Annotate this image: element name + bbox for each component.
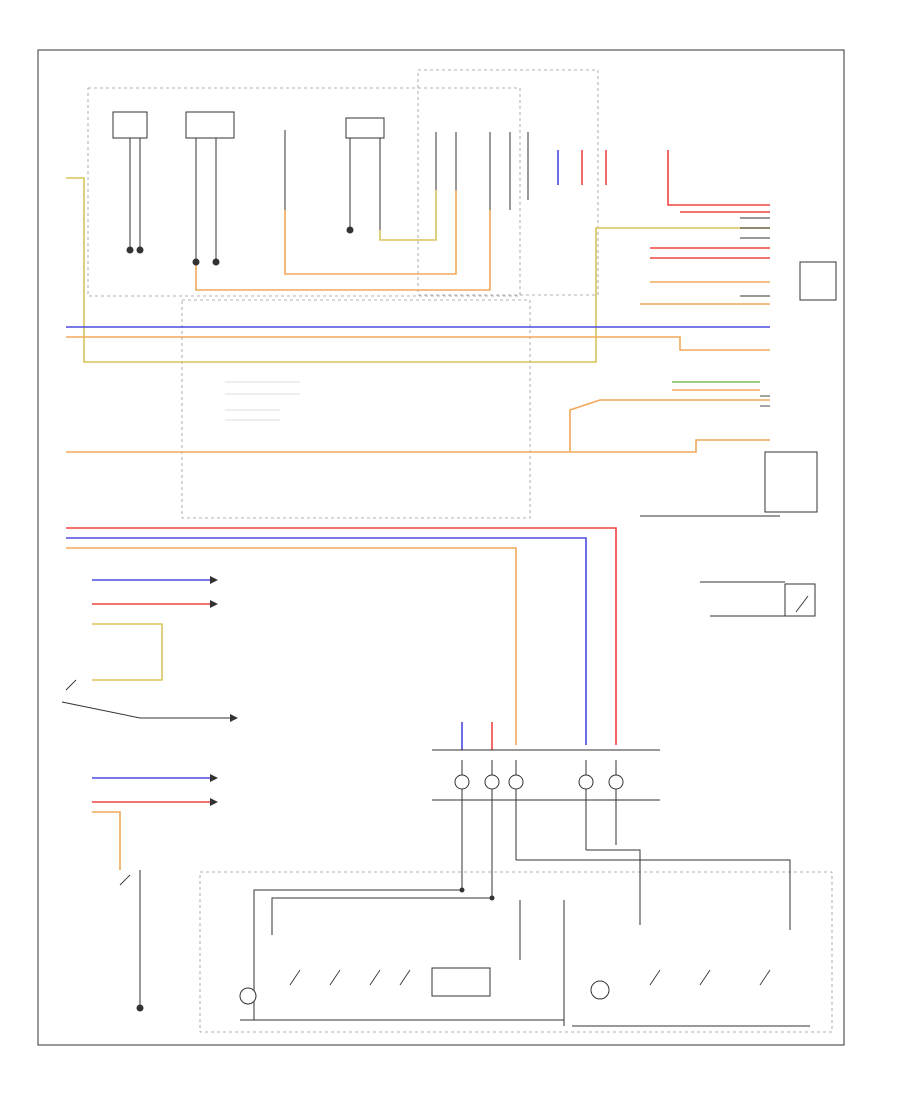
top-switch-group-boundary xyxy=(87,87,521,297)
switch-box-1 xyxy=(112,111,148,139)
parking-switch-box xyxy=(784,583,816,617)
instrument-cluster-boundary xyxy=(417,69,599,296)
steering-switch-contacts xyxy=(65,595,809,986)
switch-box-3 xyxy=(345,117,385,139)
ground-symbols xyxy=(126,226,495,1012)
steering-switch-inner-box xyxy=(431,967,491,997)
top-switch-wires xyxy=(129,130,529,262)
center-module-boundary xyxy=(181,299,531,519)
connector-circles xyxy=(239,774,624,1005)
steering-wheel-switch-boundary xyxy=(199,871,833,1033)
diagram-frame xyxy=(37,49,845,1046)
fuel-sender-box xyxy=(764,451,818,513)
right-connector-lines xyxy=(640,217,785,617)
connector-arrows xyxy=(210,576,238,806)
harness-wires xyxy=(66,150,770,870)
cluster-box xyxy=(799,261,837,301)
center-legend xyxy=(225,381,300,421)
switch-box-2 xyxy=(185,111,235,139)
